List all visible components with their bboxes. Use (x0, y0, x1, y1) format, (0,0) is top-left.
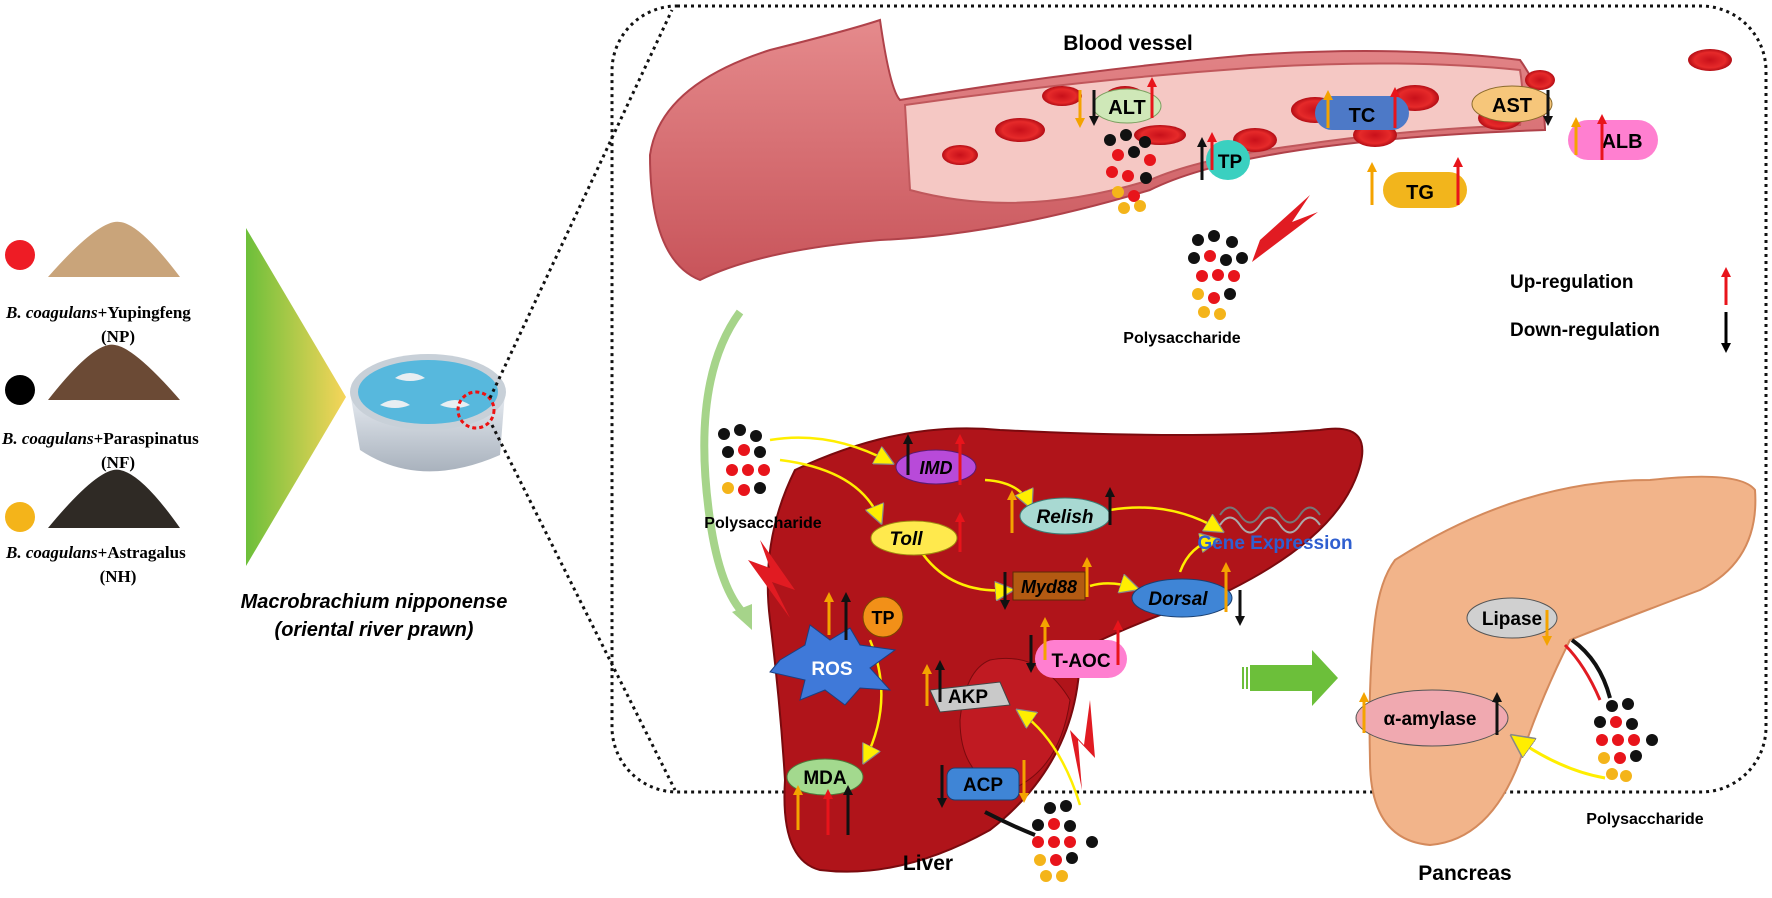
node-mda: MDA (786, 758, 864, 796)
polysaccharide-cluster-vessel-inner (1104, 129, 1156, 214)
prawn-dish (350, 354, 506, 472)
polysaccharide-cluster-pancreas (1515, 638, 1658, 782)
svg-text:B. coagulans+Yupingfeng: B. coagulans+Yupingfeng (5, 303, 191, 322)
node-amylase: α-amylase (1355, 689, 1509, 747)
node-toll: Toll (870, 520, 958, 556)
acp-label: ACP (963, 775, 1003, 796)
alb-label: ALB (1601, 131, 1642, 153)
node-lipase: Lipase (1466, 597, 1558, 639)
polysaccharide-cluster-liver (718, 424, 795, 618)
polysaccharide-cluster-liver-bottom (984, 700, 1098, 882)
liver-pathway-arrows (769, 436, 1220, 806)
relish-label: Relish (1036, 507, 1093, 528)
nh-powder-pile (48, 469, 180, 528)
blood-vessel (648, 18, 1732, 282)
liver-regulation-arrows (793, 434, 1245, 835)
nh-species: B. coagulans (5, 543, 98, 562)
liver-to-pancreas-arrow (1242, 650, 1338, 706)
zoom-line-bottom (490, 424, 677, 791)
akp-label: AKP (948, 687, 988, 708)
nf-species: B. coagulans (1, 429, 94, 448)
feeding-triangle (246, 228, 346, 566)
prawn-common-name: (oriental river prawn) (275, 619, 474, 641)
imd-label: IMD (920, 458, 953, 478)
vessel-to-liver-arrow (700, 309, 748, 618)
node-tp-liver: TP (862, 596, 904, 638)
node-relish: Relish (1019, 497, 1111, 535)
dish-highlight-circle (456, 390, 496, 430)
np-species: B. coagulans (5, 303, 98, 322)
marker-alb: ALB (1568, 120, 1658, 160)
prawn-name: Macrobrachium nipponense (241, 591, 508, 613)
np-dot (5, 240, 35, 270)
alt-label: ALT (1108, 97, 1145, 119)
node-taoc: T-AOC (1035, 640, 1127, 678)
zoom-line-top (488, 9, 674, 399)
vessel-to-liver-arrowhead (732, 604, 752, 630)
nf-dot (5, 375, 35, 405)
lipase-label: Lipase (1482, 609, 1542, 630)
pancreas-regulation-arrows (1359, 610, 1552, 735)
treatment-legend: B. coagulans+Yupingfeng (NP) B. coagulan… (1, 221, 199, 586)
nh-code: (NH) (100, 567, 137, 586)
node-akp: AKP (929, 681, 1011, 713)
mda-label: MDA (803, 768, 847, 789)
nf-code: (NF) (101, 453, 135, 472)
np-code: (NP) (101, 327, 135, 346)
np-powder-pile (48, 221, 180, 277)
tc-label: TC (1349, 105, 1376, 127)
pancreas-organ (1368, 475, 1757, 847)
nf-suffix: +Paraspinatus (94, 429, 199, 448)
ros-label: ROS (811, 659, 852, 680)
node-dorsal: Dorsal (1131, 578, 1233, 618)
marker-tp-blood: TP (1206, 140, 1250, 180)
polysaccharide-cluster-vessel (1188, 195, 1318, 320)
marker-tg: TG (1383, 172, 1467, 208)
marker-alt: ALT (1092, 88, 1162, 124)
pancreas-polysaccharide-label: Polysaccharide (1586, 811, 1704, 828)
node-imd: IMD (895, 449, 977, 485)
ast-label: AST (1492, 95, 1532, 117)
liver-polysaccharide-label: Polysaccharide (704, 515, 822, 532)
nf-powder-pile (48, 344, 180, 400)
tp-blood-label: TP (1218, 152, 1243, 173)
svg-text:B. coagulans+Astragalus: B. coagulans+Astragalus (5, 543, 186, 562)
marker-tc: TC (1315, 96, 1409, 130)
up-regulation-label: Up-regulation (1510, 272, 1634, 293)
nh-dot (5, 502, 35, 532)
nh-suffix: +Astragalus (98, 543, 186, 562)
down-regulation-label: Down-regulation (1510, 320, 1660, 341)
marker-ast: AST (1471, 85, 1553, 123)
gene-expression-label: Gene Expression (1197, 533, 1352, 554)
amylase-label: α-amylase (1383, 709, 1476, 730)
node-gene-expression: Gene Expression (1197, 506, 1353, 554)
dorsal-label: Dorsal (1148, 589, 1208, 610)
taoc-label: T-AOC (1051, 651, 1110, 672)
pancreas-title: Pancreas (1418, 862, 1511, 885)
tg-label: TG (1406, 182, 1434, 204)
toll-label: Toll (889, 529, 923, 550)
vessel-polysaccharide-label: Polysaccharide (1123, 330, 1241, 347)
node-ros: ROS (769, 624, 897, 706)
svg-text:B. coagulans+Paraspinatus: B. coagulans+Paraspinatus (1, 429, 199, 448)
np-suffix: +Yupingfeng (98, 303, 192, 322)
node-myd88: Myd88 (1012, 571, 1086, 601)
zoom-frame (610, 4, 1768, 794)
node-acp: ACP (946, 767, 1020, 801)
regulation-legend: Up-regulation Down-regulation (1510, 267, 1731, 353)
liver-title: Liver (903, 852, 953, 875)
blood-vessel-title: Blood vessel (1063, 32, 1193, 55)
tp-liver-label: TP (871, 608, 894, 628)
vessel-regulation-arrows (1075, 77, 1607, 205)
myd88-label: Myd88 (1021, 577, 1077, 597)
